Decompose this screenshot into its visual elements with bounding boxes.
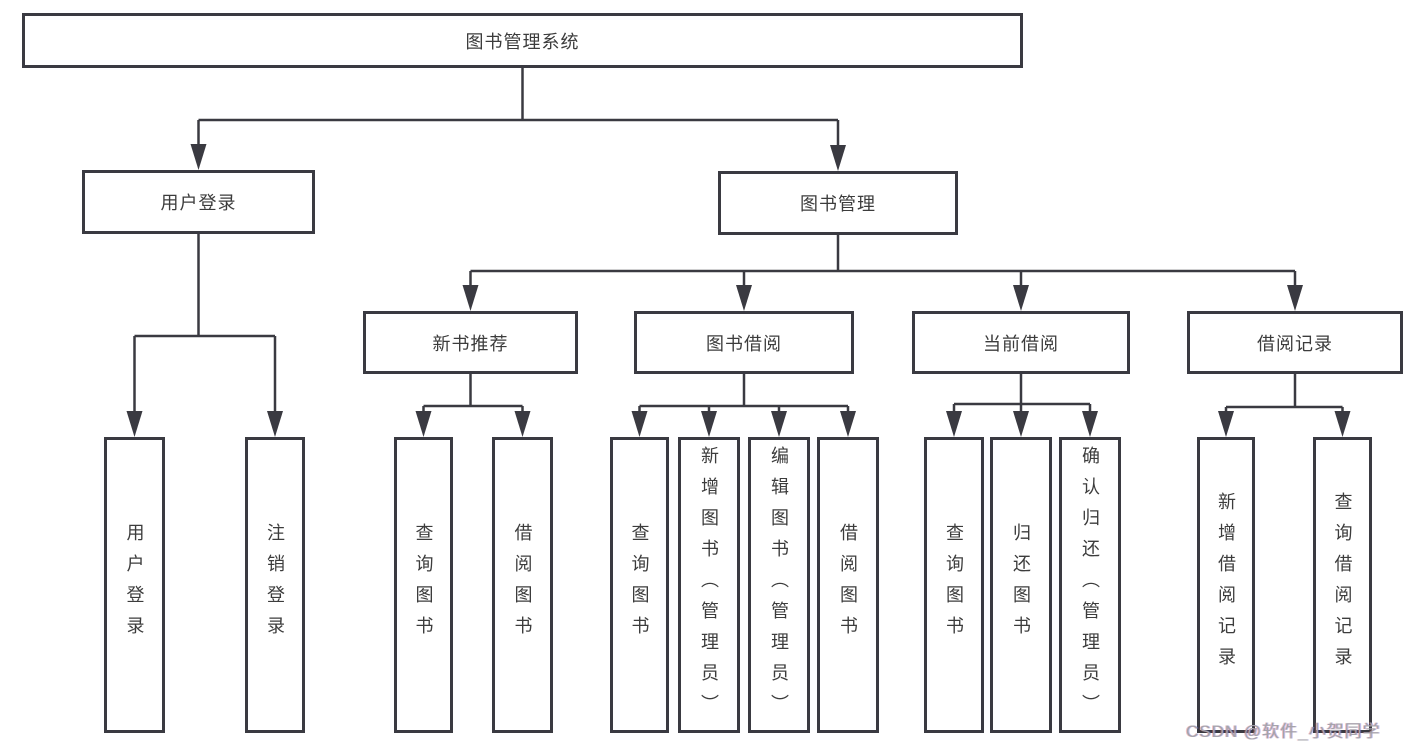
node-cur-confirm-return: 确认归还（管理员） — [1059, 437, 1121, 733]
node-bor-edit-book: 编辑图书（管理员） — [748, 437, 810, 733]
node-label: 借阅记录 — [1257, 333, 1333, 354]
node-current-borrowing: 当前借阅 — [912, 311, 1130, 374]
node-label: 借阅图书 — [838, 523, 858, 647]
node-borrowing-records: 借阅记录 — [1187, 311, 1403, 374]
node-label: 当前借阅 — [983, 333, 1059, 354]
node-label: 新书推荐 — [432, 333, 509, 354]
csdn-watermark: CSDN @软件_小贺同学 — [1186, 722, 1381, 741]
node-rec-borrow-book: 借阅图书 — [492, 437, 553, 733]
node-rec-query-book: 查询图书 — [394, 437, 453, 733]
node-label: 用户登录 — [124, 523, 145, 647]
node-label: 归还图书 — [1011, 523, 1031, 647]
node-label: 查询图书 — [413, 523, 434, 647]
node-label: 图书管理 — [800, 194, 876, 214]
node-bor-add-book: 新增图书（管理员） — [678, 437, 740, 733]
node-label: 用户登录 — [160, 193, 237, 213]
node-record-add: 新增借阅记录 — [1197, 437, 1255, 733]
node-label: 查询图书 — [944, 523, 964, 647]
node-label: 查询借阅记录 — [1332, 492, 1353, 678]
node-label: 编辑图书（管理员） — [769, 445, 789, 725]
node-cur-query-book: 查询图书 — [924, 437, 984, 733]
node-label: 查询图书 — [629, 523, 650, 647]
node-label: 借阅图书 — [512, 523, 533, 647]
node-login-logout: 注销登录 — [245, 437, 305, 733]
node-label: 图书借阅 — [706, 333, 782, 354]
node-new-book-recommend: 新书推荐 — [363, 311, 578, 374]
node-root: 图书管理系统 — [22, 13, 1023, 68]
node-label: 图书管理系统 — [465, 31, 580, 52]
node-bor-borrow-book: 借阅图书 — [817, 437, 879, 733]
node-login-user: 用户登录 — [104, 437, 165, 733]
node-book-management: 图书管理 — [718, 171, 958, 235]
node-label: 新增图书（管理员） — [699, 445, 719, 725]
node-user-login: 用户登录 — [82, 170, 315, 234]
node-book-borrowing: 图书借阅 — [634, 311, 854, 374]
node-cur-return-book: 归还图书 — [990, 437, 1052, 733]
node-record-query: 查询借阅记录 — [1313, 437, 1372, 733]
node-label: 确认归还（管理员） — [1080, 445, 1100, 725]
node-label: 注销登录 — [265, 523, 285, 647]
node-label: 新增借阅记录 — [1216, 492, 1236, 678]
node-bor-query-book: 查询图书 — [610, 437, 669, 733]
